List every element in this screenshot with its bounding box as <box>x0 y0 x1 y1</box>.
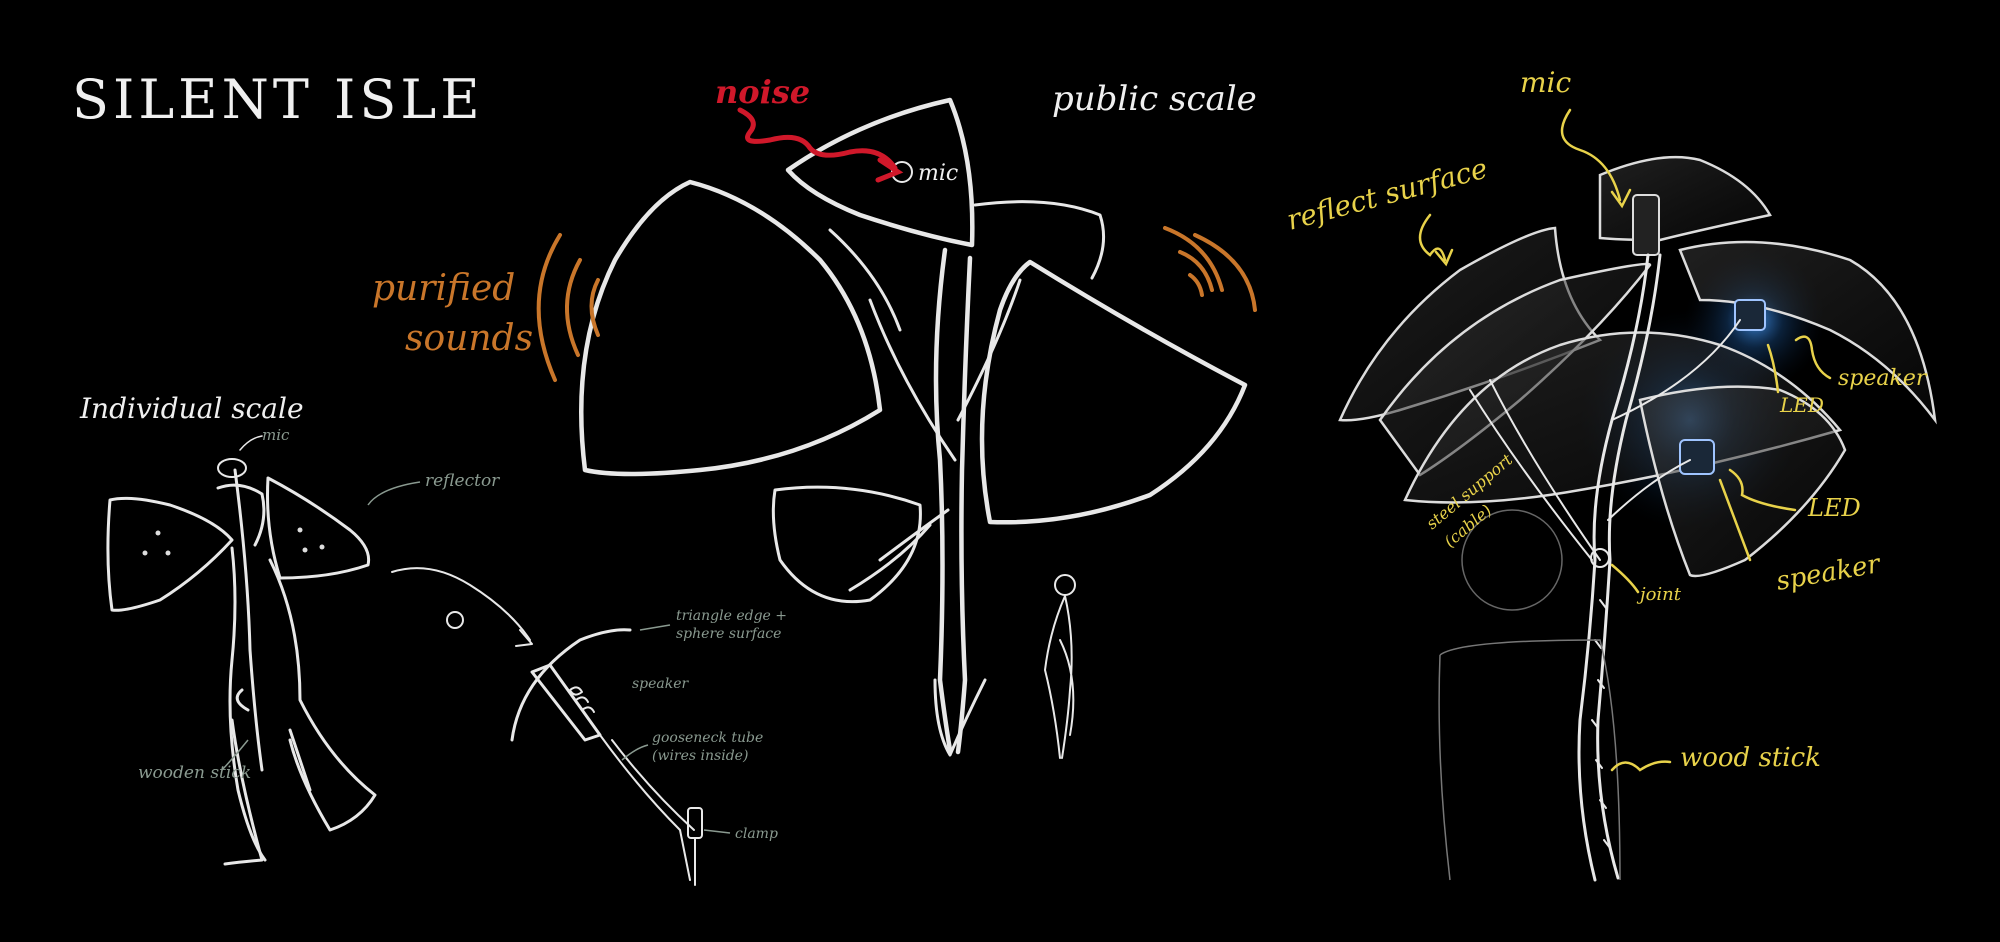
label-speaker-lower: speaker <box>1774 549 1884 597</box>
label-joint: joint <box>1636 584 1682 605</box>
noise-arrow <box>737 107 898 171</box>
speaker-unit-upper <box>1734 299 1766 331</box>
individual-heading: Individual scale <box>79 392 304 425</box>
label-triangle-edge: triangle edge + <box>676 608 787 624</box>
public-heading: public scale <box>1052 79 1257 119</box>
arrow-reflect <box>1418 213 1447 262</box>
label-wooden-stick: wooden stick <box>138 763 251 783</box>
public-scale-sketch: public scale mic noise purified sounds <box>372 73 1257 759</box>
sound-wave-right-1 <box>1163 226 1224 292</box>
label-wood-stick: wood stick <box>1680 743 1821 773</box>
label-wires-inside: (wires inside) <box>652 748 748 764</box>
detailed-render: mic reflect surface speaker LED LED spea… <box>1283 66 1937 882</box>
label-reflector: reflector <box>425 471 500 491</box>
individual-scale-sketch: Individual scale mic reflector wooden st… <box>79 392 533 866</box>
arrow-speaker-upper <box>1794 335 1832 380</box>
purified-label-2: sounds <box>405 318 533 359</box>
shell-right-lower <box>1638 385 1847 578</box>
mic-on-head <box>217 458 247 478</box>
reflector-low-left <box>771 485 922 604</box>
mic-housing <box>1632 194 1660 256</box>
label-speaker-upper: speaker <box>1838 366 1928 391</box>
arrow-wood-stick <box>1610 760 1672 772</box>
reflector-right <box>266 476 371 580</box>
label-gooseneck: gooseneck tube <box>652 730 763 746</box>
purified-label-1: purified <box>372 268 515 309</box>
joint-circle <box>1590 548 1610 568</box>
noise-label: noise <box>715 73 810 111</box>
clamp-shape <box>687 807 703 839</box>
shell-middle <box>1403 331 1843 504</box>
label-mic-individual: mic <box>262 426 290 444</box>
scale-person-head <box>1054 574 1076 596</box>
label-mic-render: mic <box>1520 66 1572 99</box>
label-detail-speaker: speaker <box>632 676 690 692</box>
label-led-upper: LED <box>1779 393 1824 417</box>
public-mic-label: mic <box>918 161 958 186</box>
reflector-top <box>785 97 975 248</box>
arrow-mic <box>1560 108 1622 202</box>
reflector-big-left <box>579 179 883 477</box>
wood-stick <box>1577 253 1650 882</box>
label-clamp: clamp <box>735 826 778 842</box>
reflector-left <box>106 496 234 612</box>
label-led-lower: LED <box>1807 494 1861 522</box>
page-title: SILENT ISLE <box>72 68 484 131</box>
reflector-right <box>979 259 1248 525</box>
label-reflect-surface: reflect surface <box>1283 152 1491 237</box>
label-sphere-surface: sphere surface <box>676 626 781 642</box>
arrow-led-lower <box>1728 468 1797 512</box>
wooden-stick-line <box>233 468 264 772</box>
sound-wave-left-1 <box>536 233 562 382</box>
mounting-detail-sketch: triangle edge + sphere surface speaker g… <box>510 608 787 886</box>
shell-right-upper <box>1678 240 1937 425</box>
detail-edge-curve <box>510 628 632 742</box>
speaker-unit-lower <box>1679 439 1715 475</box>
